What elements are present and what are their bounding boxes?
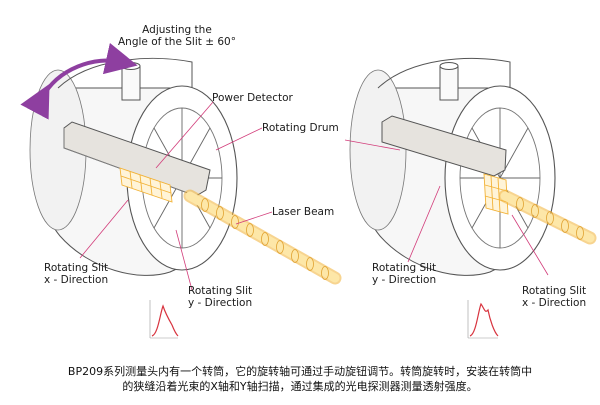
power-detector-label: Power Detector [212, 92, 293, 104]
left-slit-x-line-1: Rotating Slit [44, 262, 109, 274]
right-leader-lines [344, 139, 549, 276]
laser-beam-label: Laser Beam [272, 206, 335, 218]
right-profile-plot [467, 300, 499, 339]
adjust-angle-label: Adjusting the Angle of the Slit ± 60° [118, 24, 236, 48]
left-power-detector-grid [119, 167, 173, 203]
caption-line-2: 的狭缝沿着光束的X轴和Y轴扫描，通过集成的光电探测器测量透射强度。 [122, 380, 478, 393]
right-slit-x-label: Rotating Slit x - Direction [522, 285, 586, 309]
left-slit-x-label: Rotating Slit x - Direction [44, 262, 108, 286]
right-adjust-knob [439, 65, 459, 101]
right-rotating-slit-bar [381, 115, 507, 177]
left-measurement-head [20, 42, 342, 339]
right-laser-beam [498, 189, 597, 245]
right-slit-y-line-2: y - Direction [372, 274, 437, 286]
diagram-caption: BP209系列测量头内有一个转筒，它的旋转轴可通过手动旋钮调节。转筒旋转时，安装… [0, 364, 600, 394]
caption-line-1: BP209系列测量头内有一个转筒，它的旋转轴可通过手动旋钮调节。转筒旋转时，安装… [67, 365, 533, 378]
right-measurement-head [344, 57, 597, 339]
left-leader-lines [79, 101, 273, 291]
rotating-drum-label: Rotating Drum [262, 122, 339, 134]
left-adjust-knob [121, 65, 141, 101]
left-rotation-arrow [20, 42, 138, 120]
right-slit-x-line-2: x - Direction [522, 297, 587, 309]
adjust-angle-line-1: Adjusting the [142, 24, 212, 36]
adjust-angle-line-2: Angle of the Slit ± 60° [118, 36, 236, 48]
left-slit-y-line-2: y - Direction [188, 297, 253, 309]
left-profile-plot [149, 300, 179, 339]
left-slit-y-label: Rotating Slit y - Direction [188, 285, 252, 309]
left-slit-y-line-1: Rotating Slit [188, 285, 253, 297]
left-laser-beam [183, 189, 342, 285]
left-profile-curve [151, 304, 179, 337]
right-slit-x-line-1: Rotating Slit [522, 285, 587, 297]
right-slit-y-label: Rotating Slit y - Direction [372, 262, 436, 286]
right-slit-y-line-1: Rotating Slit [372, 262, 437, 274]
left-slit-x-line-2: x - Direction [44, 274, 109, 286]
right-profile-curve [469, 302, 499, 337]
